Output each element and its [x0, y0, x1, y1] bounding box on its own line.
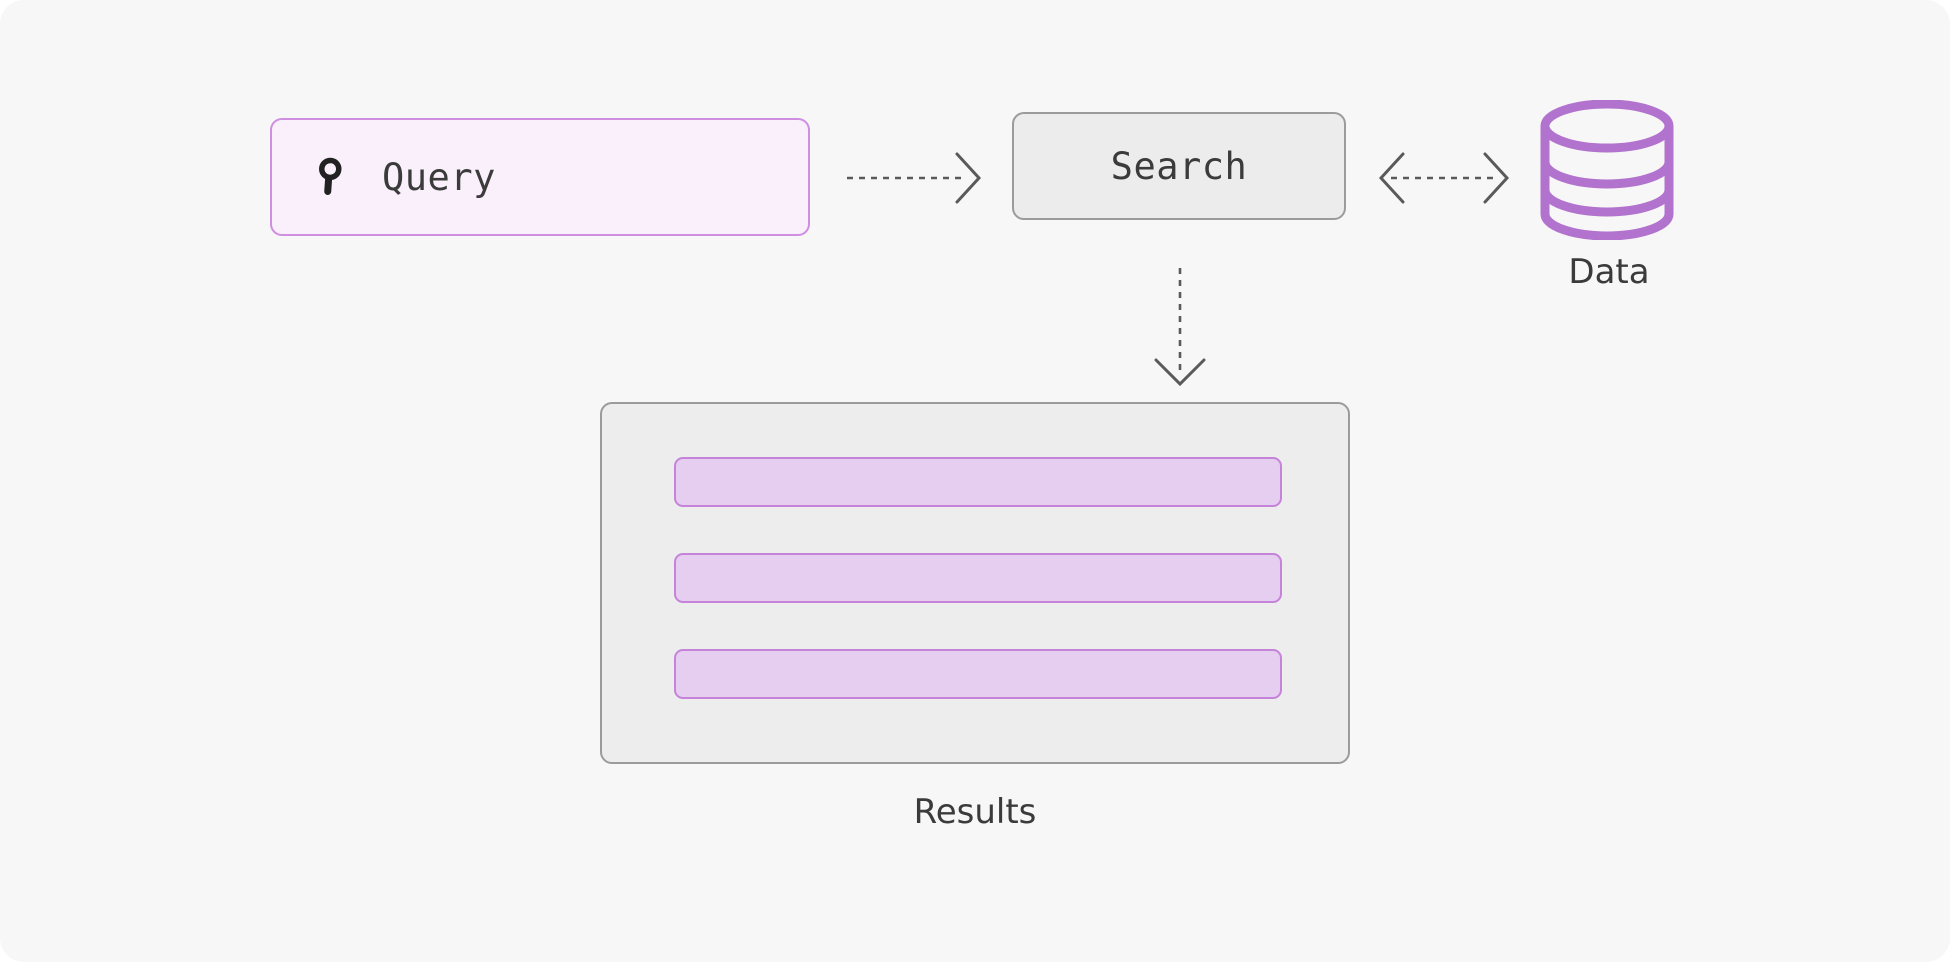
arrow-search-to-data: [1378, 152, 1510, 204]
data-label: Data: [1568, 252, 1650, 292]
result-item[interactable]: [674, 457, 1282, 507]
search-icon: [308, 154, 354, 200]
search-box[interactable]: Search: [1012, 112, 1346, 220]
database-cylinder-icon: [1540, 100, 1674, 240]
arrow-query-to-search: [847, 152, 982, 204]
arrow-search-to-results: [1154, 268, 1206, 387]
result-item[interactable]: [674, 553, 1282, 603]
data-node[interactable]: Data: [1533, 100, 1693, 300]
result-item[interactable]: [674, 649, 1282, 699]
results-label: Results: [913, 792, 1037, 832]
results-panel[interactable]: [600, 402, 1350, 764]
query-label: Query: [382, 155, 496, 199]
search-label: Search: [1110, 144, 1248, 188]
query-box[interactable]: Query: [270, 118, 810, 236]
